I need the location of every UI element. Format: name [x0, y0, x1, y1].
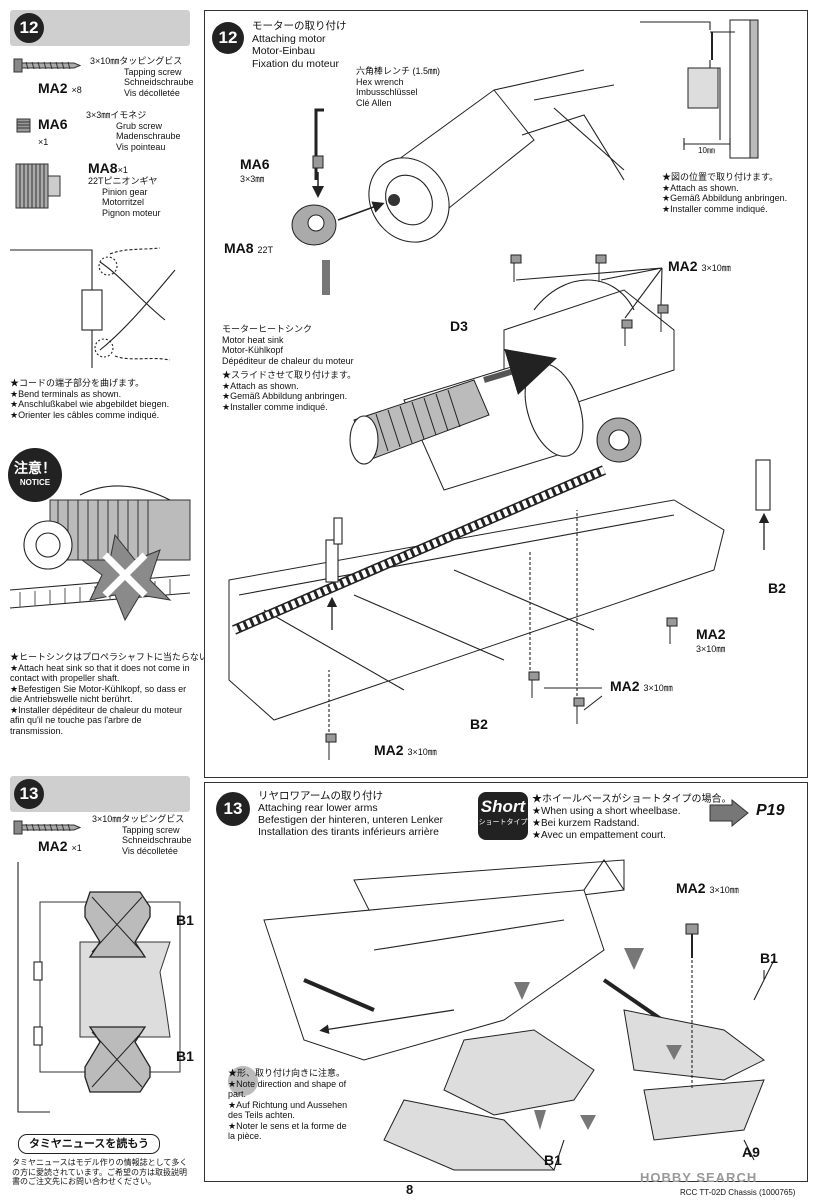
label-ma2-top: MA2 3×10㎜: [668, 258, 731, 274]
label-ma2-middle: MA2 3×10㎜: [610, 678, 673, 694]
label-b2-right: B2: [768, 580, 786, 596]
grub-screw-icon: [16, 118, 31, 133]
step12-number: 12: [212, 22, 244, 54]
position-notes: ★図の位置で取り付けます。 ★Attach as shown. ★Gemäß A…: [662, 172, 788, 214]
bend-terminals-diagram: [10, 247, 176, 368]
step12-sidebar-number: 12: [14, 13, 44, 43]
ma6-description: 3×3㎜イモネジ Grub screw Madenschraube Vis po…: [86, 110, 181, 152]
step12-title: モーターの取り付け Attaching motor Motor-Einbau F…: [252, 20, 347, 70]
label-ma8: MA8 22T: [224, 240, 273, 256]
tapping-screw-icon: [13, 820, 82, 835]
label-ma2-bottom: MA2 3×10㎜: [374, 742, 437, 758]
short-wheelbase-badge: Short ショートタイプ: [478, 792, 528, 840]
tamiya-news-body: タミヤニュースはモデル作りの情報誌として多くの方に愛読されています。ご希望の方は…: [12, 1158, 188, 1186]
rear-lower-arm-diagram: [263, 859, 775, 1171]
heatsink-label: モーターヒートシンク Motor heat sink Motor-Kühlkop…: [222, 324, 354, 366]
label-b1-left-bottom: B1: [176, 1048, 194, 1064]
step13-title: リヤロワアームの取り付け Attaching rear lower arms B…: [258, 790, 444, 838]
tapping-screw-icon: [13, 58, 82, 73]
label-b2-bottom: B2: [470, 716, 488, 732]
part-code-ma2-step13: MA2 ×1: [38, 838, 82, 854]
label-a9: A9: [742, 1144, 760, 1160]
ma8-description: 22Tピニオンギヤ Pinion gear Motorritzel Pignon…: [88, 176, 161, 218]
slide-notes: ★スライドさせて取り付けます。 ★Attach as shown. ★Gemäß…: [222, 370, 357, 412]
part-code-ma2: MA2 ×8: [38, 80, 82, 96]
dimension-10mm: 10㎜: [698, 146, 715, 155]
ma2-description: 3×10㎜タッピングビス Tapping screw Schneidschrau…: [90, 56, 194, 98]
step13-sidebar-number: 13: [14, 779, 44, 809]
hex-wrench-label: 六角棒レンチ (1.5㎜) Hex wrench Imbusschlüssel …: [356, 66, 441, 108]
part-code-ma8: MA8×1: [88, 160, 128, 176]
step13-number: 13: [216, 792, 250, 826]
tamiya-news-title: タミヤニュースを読もう: [18, 1134, 160, 1154]
rear-arm-mount-diagram: [17, 862, 181, 1113]
heatsink-notice-diagram: [9, 485, 191, 622]
label-d3: D3: [450, 318, 468, 334]
footer-credit: RCC TT-02D Chassis (1000765): [680, 1188, 796, 1197]
motor-position-inset: [640, 19, 759, 159]
label-b1-bottom: B1: [544, 1152, 562, 1168]
page-ref-link[interactable]: P19: [756, 802, 785, 819]
direction-notes: ★形、取り付け向きに注意。 ★Note direction and shape …: [228, 1068, 348, 1141]
short-wheelbase-notes: ★ホイールベースがショートタイプの場合。 ★When using a short…: [532, 794, 732, 841]
label-ma2-step13: MA2 3×10㎜: [676, 880, 739, 896]
watermark: HOBBY SEARCH: [640, 1170, 758, 1185]
heatsink-notes: ★ヒートシンクはプロペラシャフトに当たらない位置に取り付けます。 ★Attach…: [10, 652, 297, 736]
motor-assembly-diagram: [291, 69, 625, 295]
ma2-description-step13: 3×10㎜タッピングビス Tapping screw Schneidschrau…: [92, 814, 192, 856]
label-b1-left-top: B1: [176, 912, 194, 928]
pinion-gear-icon: [15, 163, 61, 209]
part-code-ma6: MA6×1: [38, 116, 68, 147]
bend-terminals-notes: ★コードの端子部分を曲げます。 ★Bend terminals as shown…: [10, 378, 170, 420]
notice-badge: 注意！ NOTICE: [8, 448, 62, 502]
note-marker: [228, 1066, 258, 1096]
label-b1-top: B1: [760, 950, 778, 966]
arrow-right-icon: [709, 798, 749, 828]
page-number: 8: [406, 1182, 414, 1197]
chassis-motor-install-diagram: [228, 254, 771, 760]
